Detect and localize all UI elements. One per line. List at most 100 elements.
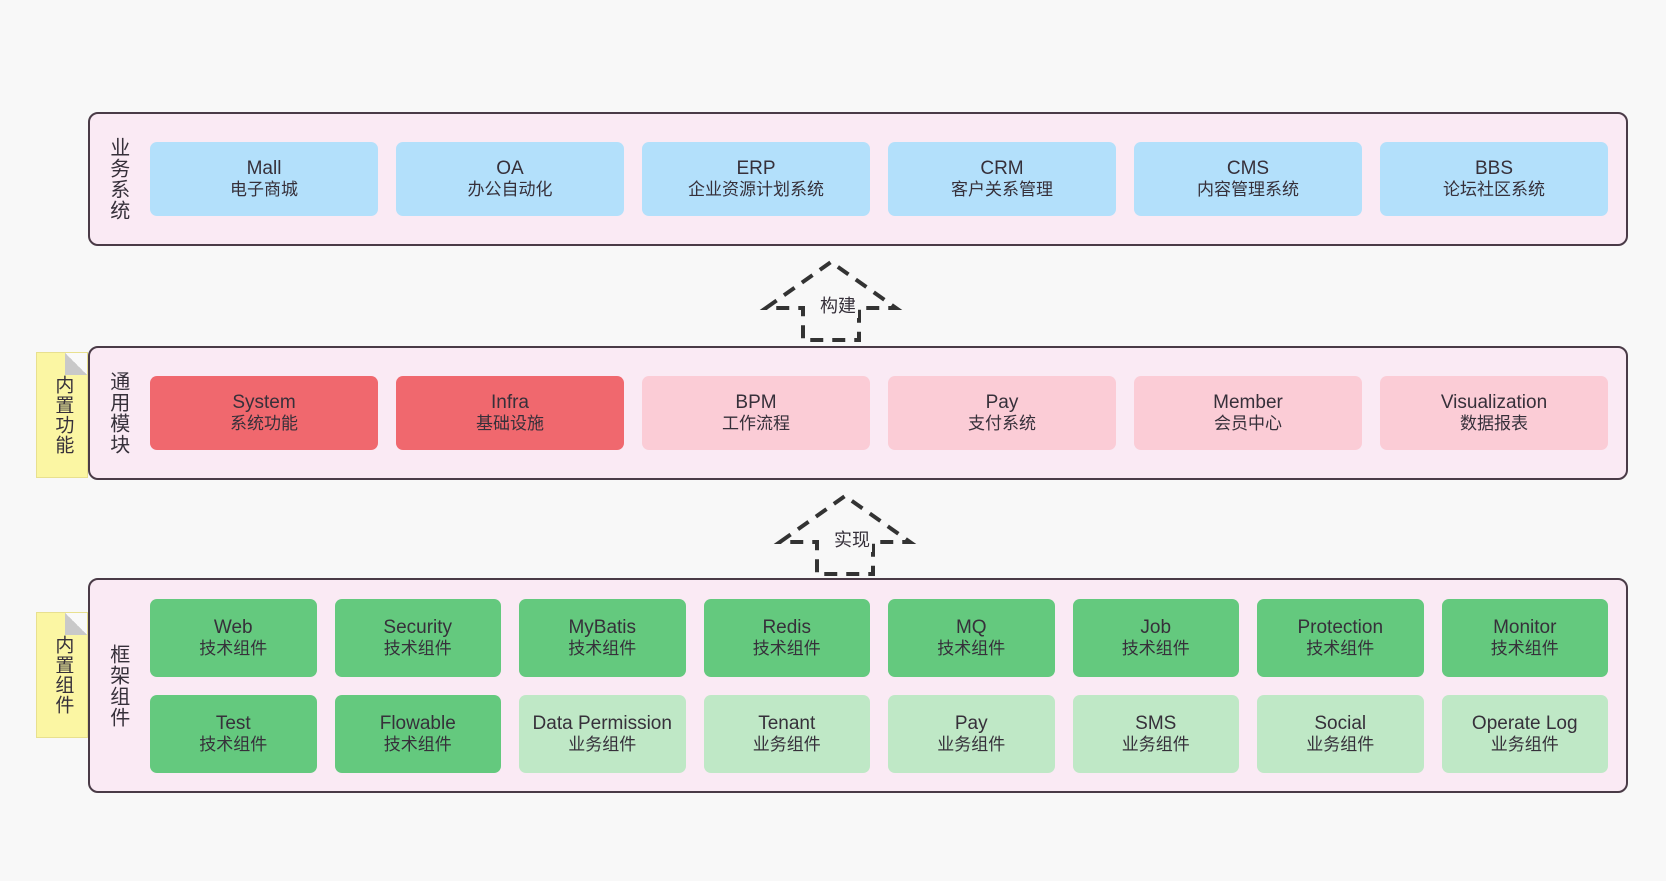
node-subtitle: 办公自动化: [467, 180, 553, 200]
node-title: Member: [1213, 392, 1283, 414]
node-subtitle: 电子商城: [230, 180, 298, 200]
node-sms[interactable]: SMS 业务组件: [1072, 694, 1239, 773]
layer-body-modules: System 系统功能 Infra 基础设施 BPM 工作流程 Pay 支付系统…: [144, 348, 1626, 478]
layer-title-business: 业务系统: [106, 137, 129, 221]
node-title: Protection: [1297, 616, 1384, 638]
node-subtitle: 业务组件: [1306, 734, 1375, 754]
node-subtitle: 支付系统: [968, 414, 1036, 434]
node-bpm[interactable]: BPM 工作流程: [642, 376, 870, 450]
node-title: MyBatis: [568, 616, 637, 638]
node-title: Social: [1314, 712, 1367, 734]
node-title: Redis: [762, 616, 812, 638]
arrow-implement-label: 实现: [832, 526, 872, 552]
node-bbs[interactable]: BBS 论坛社区系统: [1380, 142, 1608, 216]
node-subtitle: 数据报表: [1460, 414, 1528, 434]
sticky-note-label: 内置组件: [52, 635, 74, 715]
node-title: Web: [213, 616, 253, 638]
layer-framework-components: 框架组件 Web 技术组件 Security 技术组件 MyBatis 技术组件…: [88, 578, 1628, 793]
node-visualization[interactable]: Visualization 数据报表: [1380, 376, 1608, 450]
node-title: Security: [383, 616, 453, 638]
node-subtitle: 业务组件: [937, 734, 1006, 754]
node-infra[interactable]: Infra 基础设施: [396, 376, 624, 450]
node-subtitle: 企业资源计划系统: [688, 180, 824, 200]
node-title: OA: [496, 158, 524, 180]
node-tenant[interactable]: Tenant 业务组件: [703, 694, 870, 773]
layer-body-framework: Web 技术组件 Security 技术组件 MyBatis 技术组件 Redi…: [144, 580, 1626, 791]
node-pay-module[interactable]: Pay 支付系统: [888, 376, 1116, 450]
node-test[interactable]: Test 技术组件: [150, 694, 317, 773]
node-title: BBS: [1474, 158, 1514, 180]
node-social[interactable]: Social 业务组件: [1257, 694, 1424, 773]
node-protection[interactable]: Protection 技术组件: [1257, 598, 1424, 677]
node-crm[interactable]: CRM 客户关系管理: [888, 142, 1116, 216]
layer-body-business: Mall 电子商城 OA 办公自动化 ERP 企业资源计划系统 CRM 客户关系…: [144, 114, 1626, 244]
node-subtitle: 技术组件: [199, 638, 268, 658]
node-title: Infra: [490, 392, 530, 414]
node-subtitle: 业务组件: [1121, 734, 1190, 754]
node-subtitle: 工作流程: [722, 414, 790, 434]
node-web[interactable]: Web 技术组件: [150, 598, 317, 677]
node-subtitle: 业务组件: [1490, 734, 1559, 754]
node-data-permission[interactable]: Data Permission 业务组件: [519, 694, 686, 773]
node-title: CMS: [1226, 158, 1270, 180]
node-member[interactable]: Member 会员中心: [1134, 376, 1362, 450]
node-title: Flowable: [379, 712, 456, 734]
node-flowable[interactable]: Flowable 技术组件: [334, 694, 501, 773]
node-title: Pay: [985, 392, 1019, 414]
sticky-note-builtin-function: 内置功能: [36, 352, 88, 478]
arrow-build-label: 构建: [818, 292, 858, 318]
node-mybatis[interactable]: MyBatis 技术组件: [519, 598, 686, 677]
node-subtitle: 业务组件: [568, 734, 637, 754]
node-title: Visualization: [1440, 392, 1548, 414]
node-title: Tenant: [758, 712, 816, 734]
layer-title-modules: 通用模块: [106, 371, 129, 455]
node-redis[interactable]: Redis 技术组件: [703, 598, 870, 677]
node-title: Test: [215, 712, 251, 734]
node-security[interactable]: Security 技术组件: [334, 598, 501, 677]
layer-row: Test 技术组件 Flowable 技术组件 Data Permission …: [150, 694, 1608, 773]
node-oa[interactable]: OA 办公自动化: [396, 142, 624, 216]
node-title: CRM: [980, 158, 1024, 180]
sticky-note-builtin-component: 内置组件: [36, 612, 88, 738]
node-title: MQ: [955, 616, 987, 638]
node-title: BPM: [735, 392, 777, 414]
node-title: Operate Log: [1471, 712, 1578, 734]
arrow-implement: 实现: [772, 490, 918, 576]
node-subtitle: 基础设施: [476, 414, 544, 434]
layer-title-framework: 框架组件: [106, 643, 129, 728]
layer-row: System 系统功能 Infra 基础设施 BPM 工作流程 Pay 支付系统…: [150, 376, 1608, 450]
arrow-build: 构建: [758, 256, 904, 342]
node-system[interactable]: System 系统功能: [150, 376, 378, 450]
node-operate-log[interactable]: Operate Log 业务组件: [1441, 694, 1608, 773]
node-subtitle: 内容管理系统: [1197, 180, 1299, 200]
node-cms[interactable]: CMS 内容管理系统: [1134, 142, 1362, 216]
node-subtitle: 技术组件: [937, 638, 1006, 658]
node-subtitle: 客户关系管理: [951, 180, 1053, 200]
sticky-note-label: 内置功能: [52, 375, 74, 455]
node-title: Mall: [246, 158, 282, 180]
node-title: ERP: [736, 158, 776, 180]
node-subtitle: 业务组件: [752, 734, 821, 754]
node-subtitle: 技术组件: [1121, 638, 1190, 658]
node-subtitle: 技术组件: [383, 638, 452, 658]
node-job[interactable]: Job 技术组件: [1072, 598, 1239, 677]
node-pay-component[interactable]: Pay 业务组件: [888, 694, 1055, 773]
layer-row: Mall 电子商城 OA 办公自动化 ERP 企业资源计划系统 CRM 客户关系…: [150, 142, 1608, 216]
node-subtitle: 论坛社区系统: [1443, 180, 1545, 200]
layer-business-systems: 业务系统 Mall 电子商城 OA 办公自动化 ERP 企业资源计划系统 CRM…: [88, 112, 1628, 246]
node-erp[interactable]: ERP 企业资源计划系统: [642, 142, 870, 216]
node-mq[interactable]: MQ 技术组件: [888, 598, 1055, 677]
node-title: SMS: [1135, 712, 1177, 734]
node-title: Data Permission: [532, 712, 672, 734]
node-subtitle: 技术组件: [1490, 638, 1559, 658]
node-subtitle: 系统功能: [230, 414, 298, 434]
node-monitor[interactable]: Monitor 技术组件: [1441, 598, 1608, 677]
node-title: System: [232, 392, 296, 414]
node-title: Pay: [954, 712, 988, 734]
node-mall[interactable]: Mall 电子商城: [150, 142, 378, 216]
node-subtitle: 技术组件: [568, 638, 637, 658]
node-subtitle: 技术组件: [199, 734, 268, 754]
node-subtitle: 会员中心: [1214, 414, 1282, 434]
layer-row: Web 技术组件 Security 技术组件 MyBatis 技术组件 Redi…: [150, 598, 1608, 677]
